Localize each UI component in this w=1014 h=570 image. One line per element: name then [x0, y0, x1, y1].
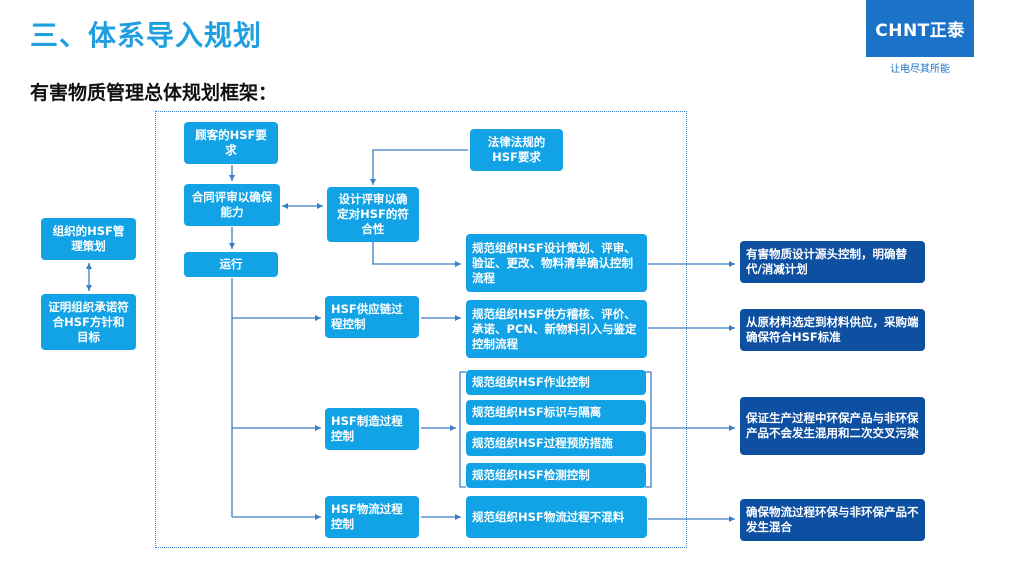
- design-outcome-box: 有害物质设计源头控制，明确替代/消减计划: [740, 241, 925, 283]
- prove-commitment-box: 证明组织承诺符合HSF方针和目标: [41, 294, 136, 350]
- contract-review-box: 合同评审以确保能力: [184, 184, 280, 226]
- operation-box: 运行: [184, 252, 278, 277]
- logistics-process-box: 规范组织HSF物流过程不混料: [466, 496, 647, 538]
- design-process-box: 规范组织HSF设计策划、评审、验证、更改、物料清单确认控制流程: [466, 234, 647, 292]
- page-title: 三、体系导入规划: [30, 19, 263, 52]
- logo-slogan: 让电尽其所能: [866, 57, 974, 78]
- legal-hsf-box: 法律法规的HSF要求: [470, 129, 563, 171]
- supplier-process-box: 规范组织HSF供方稽核、评价、承诺、PCN、新物料引入与鉴定控制流程: [466, 300, 647, 358]
- manufacturing-box: HSF制造过程控制: [325, 408, 419, 450]
- framework-border: [155, 111, 687, 548]
- testing-box: 规范组织HSF检测控制: [466, 463, 646, 488]
- logistics-box: HSF物流过程控制: [325, 496, 419, 538]
- prevention-box: 规范组织HSF过程预防措施: [466, 431, 646, 456]
- customer-hsf-box: 顾客的HSF要求: [184, 122, 278, 164]
- supply-outcome-box: 从原材料选定到材料供应，采购端确保符合HSF标准: [740, 309, 925, 351]
- supply-chain-box: HSF供应链过程控制: [325, 296, 419, 338]
- work-control-box: 规范组织HSF作业控制: [466, 370, 646, 395]
- org-hsf-policy-box: 组织的HSF管理策划: [41, 218, 136, 260]
- logistics-outcome-box: 确保物流过程环保与非环保产品不发生混合: [740, 499, 925, 541]
- manufacturing-outcome-box: 保证生产过程中环保产品与非环保产品不会发生混用和二次交叉污染: [740, 397, 925, 455]
- page-subtitle: 有害物质管理总体规划框架：: [30, 82, 278, 104]
- identification-box: 规范组织HSF标识与隔离: [466, 400, 646, 425]
- design-review-box: 设计评审以确定对HSF的符合性: [327, 187, 419, 242]
- chnt-logo: CHNT正泰 让电尽其所能: [866, 0, 974, 78]
- logo-brand: CHNT正泰: [866, 0, 974, 57]
